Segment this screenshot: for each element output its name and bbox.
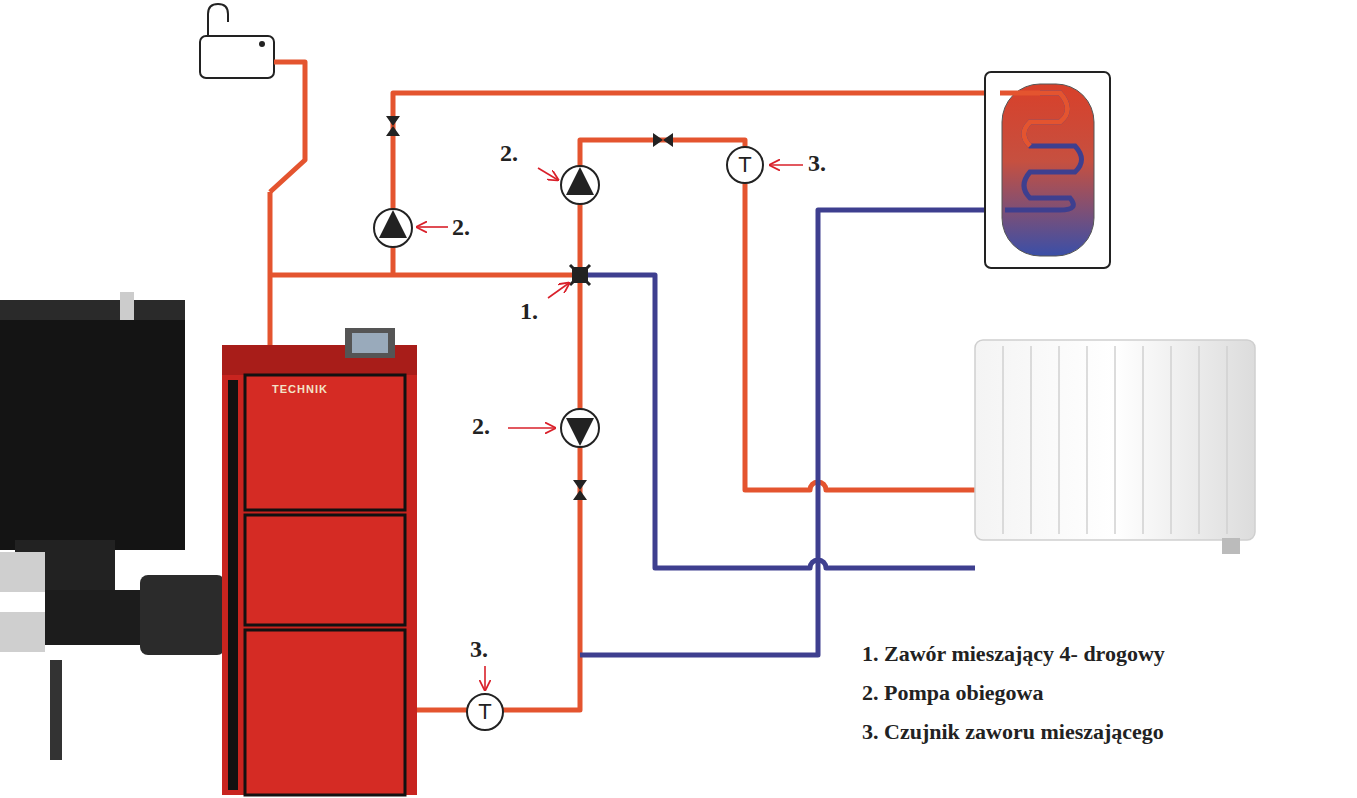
mixing-valve <box>570 265 590 285</box>
callout-arrows <box>417 165 803 690</box>
brand-logo: TECHNIK <box>272 383 328 395</box>
sensor-symbol: T <box>726 146 764 184</box>
sensor-symbol: T <box>466 693 504 731</box>
legend-item: 2. Pompa obiegowa <box>862 681 1044 705</box>
pellet-boiler <box>0 292 417 795</box>
legend-item: 1. Zawór mieszający 4- drogowy <box>862 642 1165 666</box>
radiator <box>975 340 1255 554</box>
return-pipes <box>580 210 1010 655</box>
hot-water-tank <box>985 72 1110 268</box>
sensor-letter: T <box>478 701 491 723</box>
callout-number: 2. <box>500 140 518 166</box>
callout-number: 2. <box>472 413 490 439</box>
shutoff-valves <box>386 116 673 500</box>
legend-item: 3. Czujnik zaworu mieszającego <box>862 720 1164 744</box>
callout-number: 3. <box>470 636 488 662</box>
callout-number: 1. <box>520 298 538 324</box>
expansion-tank <box>200 4 274 78</box>
sensor-letter: T <box>738 154 751 176</box>
callout-number: 2. <box>452 214 470 240</box>
callout-number: 3. <box>808 150 826 176</box>
